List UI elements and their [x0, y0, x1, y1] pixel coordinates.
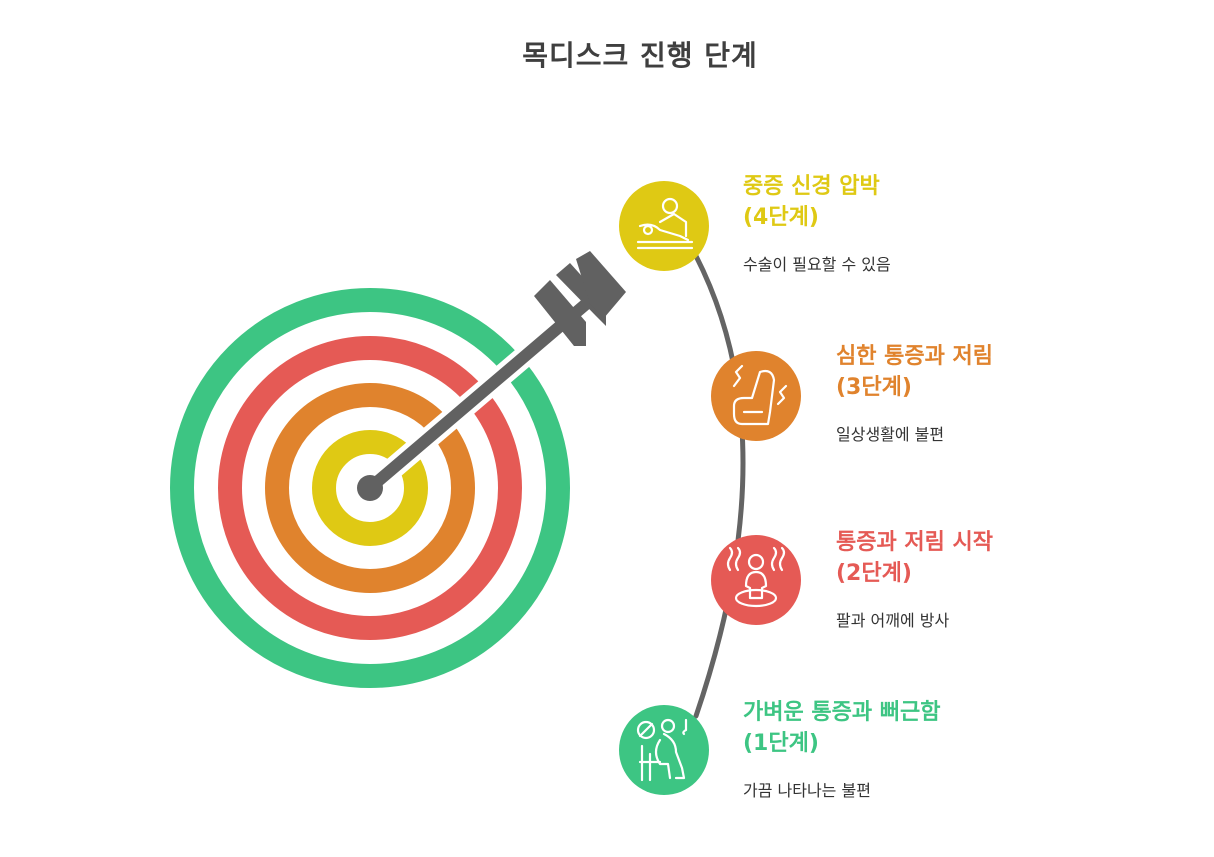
- stage-1-badge: [619, 705, 709, 795]
- stage-1-text: 가벼운 통증과 뻐근함 (1단계) 가끔 나타나는 불편: [743, 697, 1043, 801]
- arrow-shaft: [364, 298, 592, 494]
- stage-2-title: 통증과 저림 시작 (2단계): [836, 527, 1136, 589]
- massage-chair-icon: [732, 364, 788, 426]
- massage-table-icon: [636, 197, 694, 250]
- arrow: [357, 251, 626, 501]
- stage-4-title: 중증 신경 압박 (4단계): [743, 171, 1043, 233]
- stage-4-badge: [619, 181, 709, 271]
- stage-2-badge: [711, 535, 801, 625]
- person-heat-icon: [726, 546, 786, 608]
- stage-4-text: 중증 신경 압박 (4단계) 수술이 필요할 수 있음: [743, 171, 1043, 275]
- page-title: 목디스크 진행 단계: [522, 39, 758, 72]
- stage-3-description: 일상생활에 불편: [836, 425, 945, 444]
- target: [170, 288, 570, 688]
- stage-1-title: 가벼운 통증과 뻐근함 (1단계): [743, 697, 1043, 759]
- stage-2-text: 통증과 저림 시작 (2단계) 팔과 어깨에 방사: [836, 527, 1136, 631]
- stage-3-text: 심한 통증과 저림 (3단계) 일상생활에 불편: [836, 341, 1136, 445]
- stage-4-title-line1: 중증 신경 압박: [743, 174, 880, 199]
- target-ring-red: [218, 336, 522, 640]
- stage-3-title-line2: (3단계): [836, 375, 912, 400]
- stage-2-description: 팔과 어깨에 방사: [836, 611, 950, 630]
- seated-person-no-symbol-icon: [636, 718, 688, 782]
- arrow-fletching: [556, 263, 606, 326]
- arrow-fletching: [576, 251, 626, 318]
- stage-2-title-line1: 통증과 저림 시작: [836, 530, 993, 555]
- stage-4-title-line2: (4단계): [743, 205, 819, 230]
- target-ring-yellow: [312, 430, 428, 546]
- stage-connector-arc: [693, 253, 746, 719]
- stage-3-badge: [711, 351, 801, 441]
- stage-1-title-line1: 가벼운 통증과 뻐근함: [743, 700, 941, 725]
- stage-3-title-line1: 심한 통증과 저림: [836, 344, 993, 369]
- stage-4-description: 수술이 필요할 수 있음: [743, 255, 891, 274]
- stage-2-title-line2: (2단계): [836, 561, 912, 586]
- stage-3-title: 심한 통증과 저림 (3단계): [836, 341, 1136, 403]
- arrow-tip: [357, 475, 383, 501]
- target-ring-green: [170, 288, 570, 688]
- arrow-fletching: [534, 280, 586, 346]
- stage-1-description: 가끔 나타나는 불편: [743, 781, 871, 800]
- stage-1-title-line2: (1단계): [743, 731, 819, 756]
- target-ring-orange: [265, 383, 475, 593]
